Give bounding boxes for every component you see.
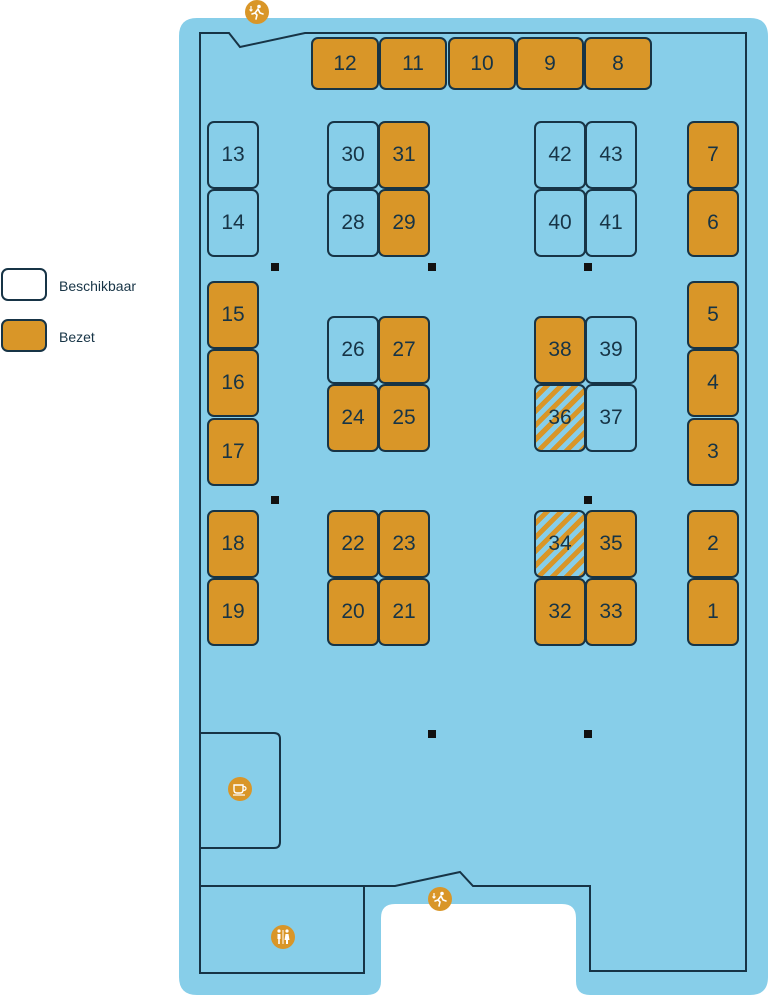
seat-9[interactable]: 9 (516, 37, 584, 90)
seat-37[interactable]: 37 (585, 384, 637, 452)
seat-36[interactable]: 36 (534, 384, 586, 452)
emergency-exit-glyph (249, 4, 264, 20)
legend-swatch-occupied (1, 319, 47, 352)
pillar (428, 263, 436, 271)
seat-38[interactable]: 38 (534, 316, 586, 384)
seat-12[interactable]: 12 (311, 37, 379, 90)
seat-14[interactable]: 14 (207, 189, 259, 257)
seat-34[interactable]: 34 (534, 510, 586, 578)
seat-27[interactable]: 27 (378, 316, 430, 384)
seat-15[interactable]: 15 (207, 281, 259, 349)
seat-32[interactable]: 32 (534, 578, 586, 646)
restroom-icon (271, 925, 295, 949)
emergency-exit-glyph (432, 891, 447, 907)
seat-6[interactable]: 6 (687, 189, 739, 257)
restroom-glyph (277, 929, 290, 944)
seat-11[interactable]: 11 (379, 37, 447, 90)
emergency-exit-icon (245, 0, 269, 24)
seat-2[interactable]: 2 (687, 510, 739, 578)
seat-29[interactable]: 29 (378, 189, 430, 257)
seat-23[interactable]: 23 (378, 510, 430, 578)
pillar (584, 730, 592, 738)
seat-1[interactable]: 1 (687, 578, 739, 646)
seat-25[interactable]: 25 (378, 384, 430, 452)
seat-30[interactable]: 30 (327, 121, 379, 189)
coffee-cup-icon (228, 777, 252, 801)
seat-33[interactable]: 33 (585, 578, 637, 646)
floor-area (179, 18, 768, 995)
restroom-block (199, 885, 365, 974)
seat-41[interactable]: 41 (585, 189, 637, 257)
pillar (271, 496, 279, 504)
seat-28[interactable]: 28 (327, 189, 379, 257)
seat-18[interactable]: 18 (207, 510, 259, 578)
pillar (428, 730, 436, 738)
seat-17[interactable]: 17 (207, 418, 259, 486)
legend-label-occupied: Bezet (59, 329, 95, 345)
legend-swatch-available (1, 268, 47, 301)
wall-outline (199, 32, 747, 972)
pillar (271, 263, 279, 271)
seat-24[interactable]: 24 (327, 384, 379, 452)
seat-40[interactable]: 40 (534, 189, 586, 257)
seat-31[interactable]: 31 (378, 121, 430, 189)
seat-13[interactable]: 13 (207, 121, 259, 189)
seat-43[interactable]: 43 (585, 121, 637, 189)
pillar (584, 263, 592, 271)
seat-3[interactable]: 3 (687, 418, 739, 486)
seat-20[interactable]: 20 (327, 578, 379, 646)
coffee-cup-glyph (233, 784, 247, 796)
seat-10[interactable]: 10 (448, 37, 516, 90)
seat-19[interactable]: 19 (207, 578, 259, 646)
legend-label-available: Beschikbaar (59, 278, 137, 294)
pillar (584, 496, 592, 504)
seat-35[interactable]: 35 (585, 510, 637, 578)
seat-42[interactable]: 42 (534, 121, 586, 189)
seat-5[interactable]: 5 (687, 281, 739, 349)
seat-22[interactable]: 22 (327, 510, 379, 578)
seat-16[interactable]: 16 (207, 349, 259, 417)
seat-21[interactable]: 21 (378, 578, 430, 646)
seat-26[interactable]: 26 (327, 316, 379, 384)
seat-8[interactable]: 8 (584, 37, 652, 90)
seat-7[interactable]: 7 (687, 121, 739, 189)
emergency-exit-icon (428, 887, 452, 911)
seat-39[interactable]: 39 (585, 316, 637, 384)
coffee-corner (200, 732, 281, 849)
seat-4[interactable]: 4 (687, 349, 739, 417)
